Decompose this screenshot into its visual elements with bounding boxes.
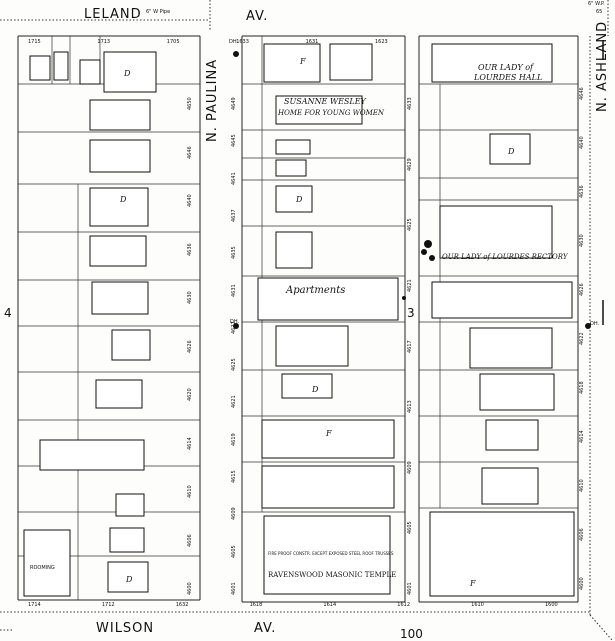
address-number: 4631 (231, 283, 237, 297)
address-number: 4613 (407, 400, 413, 414)
label-apartments: Apartments (286, 285, 346, 296)
dwelling-letter: D (120, 195, 127, 204)
address-number: 1612 (397, 602, 411, 608)
address-number: 4605 (407, 521, 413, 535)
address-number: 4622 (579, 332, 585, 345)
address-number: 1705 (166, 39, 180, 45)
address-number: 4614 (579, 430, 585, 443)
address-number: 4619 (231, 433, 237, 446)
address-number: 4646 (579, 87, 585, 100)
address-number: 4609 (231, 507, 237, 521)
dwelling-letter: D (126, 575, 133, 584)
address-number: 4630 (187, 291, 193, 304)
address-number: 1614 (323, 602, 337, 608)
address-number: 4606 (579, 528, 585, 541)
flat-letter: F (326, 429, 332, 438)
dwelling-letter: D (124, 69, 131, 78)
street-name-leland: LELAND (84, 7, 142, 22)
block-number-left: 4 (4, 306, 12, 320)
address-number: 1618 (249, 602, 263, 608)
address-number: 4649 (231, 97, 237, 110)
address-number: 4650 (187, 97, 193, 110)
address-number: 4610 (187, 485, 193, 498)
flat-letter: F (470, 579, 476, 588)
address-number: 4605 (231, 544, 237, 558)
address-number: 4609 (407, 461, 413, 474)
dh-marker: DH. (230, 319, 240, 325)
address-number: 4601 (407, 582, 413, 595)
address-number: 4641 (231, 171, 237, 185)
label-lourdes-hall-line2: LOURDES HALL (474, 73, 543, 82)
address-number: 4618 (579, 381, 585, 394)
dwelling-letter: D (508, 147, 515, 156)
address-number: 4640 (579, 136, 585, 149)
address-number: 1600 (545, 602, 558, 608)
address-number: 4600 (187, 582, 193, 595)
address-number: 4625 (231, 358, 237, 372)
street-type-wilson: AV. (254, 621, 277, 636)
address-number: 4633 (407, 97, 413, 110)
address-number: 1714 (28, 602, 41, 608)
address-number: 1712 (101, 602, 115, 608)
label-rooming: ROOMING (30, 565, 55, 571)
address-number: 4646 (187, 145, 193, 159)
address-number: 1713 (97, 39, 111, 45)
street-type-leland: AV. (246, 9, 269, 24)
address-number: 1633 (236, 39, 249, 45)
address-number: 4630 (579, 234, 585, 247)
address-number: 4617 (407, 339, 413, 353)
pipe-label-right: 6" W.P. (588, 1, 605, 7)
address-number: 4636 (579, 185, 585, 198)
address-number: 4627 (231, 321, 237, 334)
address-number: 1623 (375, 39, 388, 45)
address-number: 4620 (187, 388, 193, 401)
flat-letter: F (300, 57, 306, 66)
address-number: 4615 (231, 470, 237, 484)
address-number: 1631 (305, 39, 319, 45)
address-number: 4645 (231, 134, 237, 148)
address-number: 4636 (187, 242, 193, 256)
address-number: 4629 (407, 157, 413, 171)
dwelling-letter: D (296, 195, 303, 204)
address-number: 4635 (231, 246, 237, 260)
address-number: 4621 (407, 279, 413, 292)
street-name-ashland: N. ASHLAND (595, 20, 610, 112)
address-number: 4600 (579, 577, 585, 590)
address-number: 4626 (579, 283, 585, 296)
address-number: 4614 (187, 436, 193, 450)
block-number-middle: 3 (407, 306, 415, 320)
label-masonic-temple: RAVENSWOOD MASONIC TEMPLE (268, 571, 397, 579)
label-lourdes-hall-line1: OUR LADY of (478, 63, 533, 72)
address-number: 4621 (231, 395, 237, 409)
address-number: 4601 (231, 582, 237, 595)
dh-marker: DH. (229, 39, 239, 45)
address-number: 4626 (187, 339, 193, 353)
pipe-label-leland: 6" W Pipe (146, 9, 171, 15)
dwelling-letter: D (312, 385, 319, 394)
street-name-wilson: WILSON (96, 621, 155, 636)
label-wesley-home-line1: SUSANNE WESLEY (284, 97, 366, 106)
address-number: 4637 (231, 209, 237, 222)
address-number: 1610 (471, 602, 484, 608)
address-number: 1715 (28, 39, 41, 45)
page-number: 100 (400, 627, 423, 641)
corner-number: 65 (596, 9, 603, 15)
label-masonic-note: FIRE PROOF CONSTR. EXCEPT EXPOSED STEEL … (268, 551, 394, 556)
label-wesley-home-line2: HOME FOR YOUNG WOMEN (278, 109, 384, 117)
street-name-paulina: N. PAULINA (205, 58, 220, 142)
address-number: 4625 (407, 218, 413, 232)
label-rectory: OUR LADY of LOURDES RECTORY (442, 253, 568, 261)
address-number: 4640 (187, 194, 193, 207)
address-number: 1632 (175, 602, 189, 608)
address-number: 4606 (187, 533, 193, 547)
address-number: 4610 (579, 479, 585, 492)
dh-marker: DH. (590, 321, 600, 327)
